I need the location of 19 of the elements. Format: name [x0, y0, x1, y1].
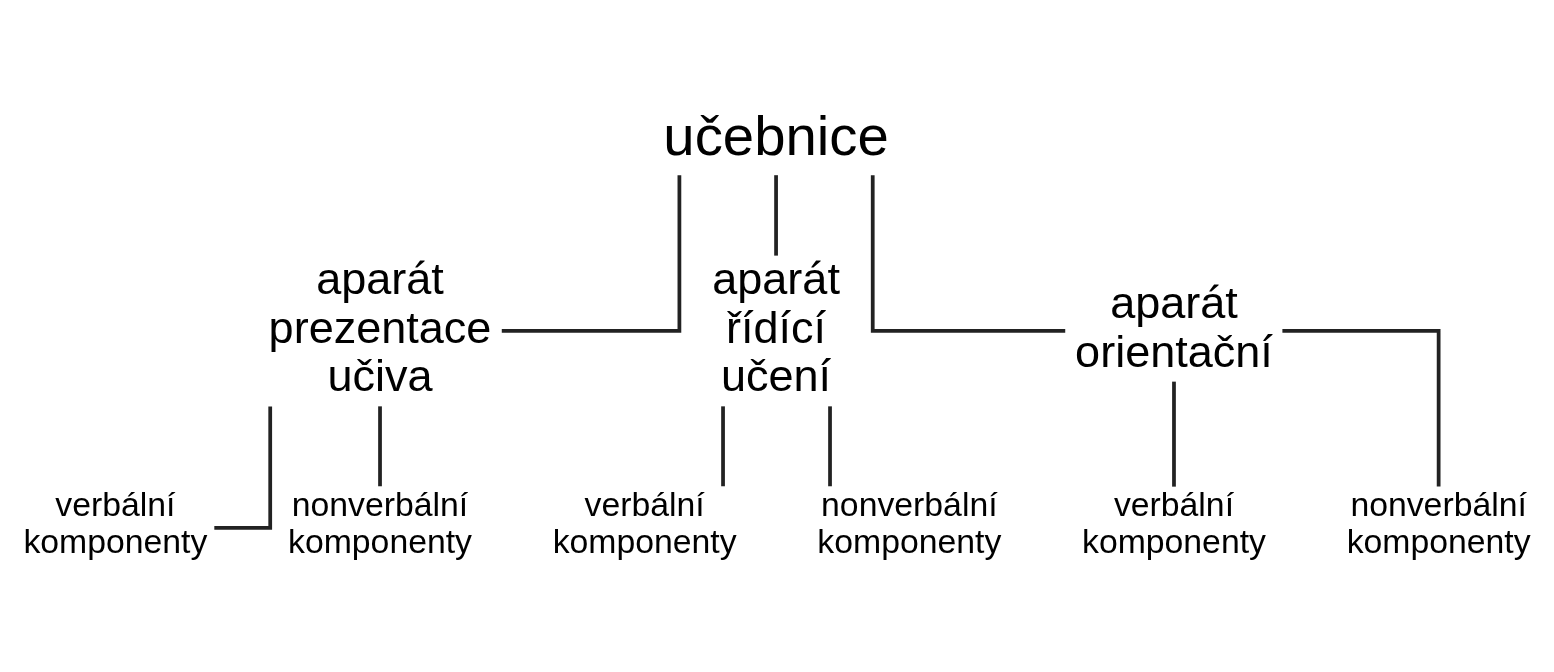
node-text: nonverbální komponenty — [288, 484, 472, 560]
node-text: aparát řídící učení — [712, 252, 840, 401]
connector — [774, 174, 778, 256]
connector — [501, 174, 682, 333]
node-text: nonverbální komponenty — [817, 484, 1002, 560]
node-text: verbální komponenty — [23, 484, 208, 560]
connector — [1282, 328, 1441, 487]
connector — [828, 405, 832, 486]
connector — [1172, 381, 1176, 487]
connector — [870, 174, 1066, 333]
node-text: učebnice — [663, 103, 889, 167]
connector — [378, 405, 382, 486]
node-text: nonverbální komponenty — [1346, 484, 1531, 560]
connector — [214, 406, 273, 530]
node-text: aparát orientační — [1075, 276, 1273, 377]
node-text: verbální komponenty — [552, 484, 737, 560]
connector — [721, 405, 725, 486]
node-text: aparát prezentace učiva — [268, 252, 492, 401]
node-text: verbální komponenty — [1082, 484, 1266, 560]
